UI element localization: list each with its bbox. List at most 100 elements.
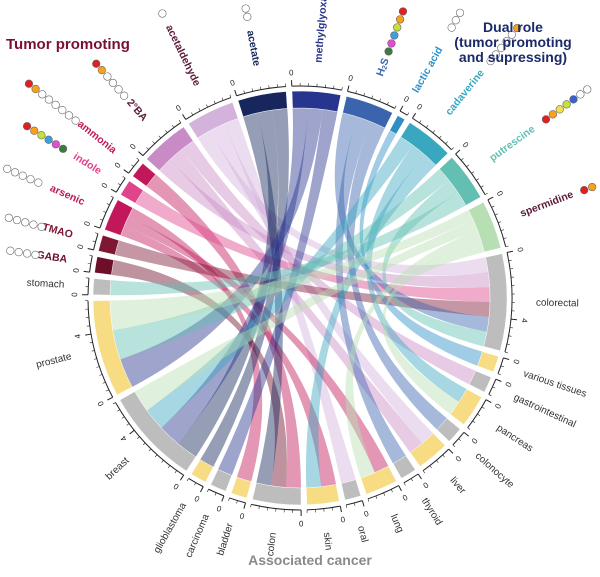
segment-label-acetate: acetate [244,29,262,67]
chord-link-putrescine-to-colorectal [382,180,487,347]
tick-mark-cadaverine [432,130,436,134]
tick-baseline-tmao [93,233,99,250]
segment-label-colon: colon [265,532,279,557]
tick-label-colonocyte-0: 0 [469,436,479,446]
chord-link-h2s-to-colonocyte [346,121,447,430]
molecule-icon-2-ba [92,59,129,100]
molecule-icon-ammonia [24,79,80,125]
segment-arc-thyroid [392,455,416,479]
molecule-icon-arsenic [3,164,43,187]
tick-mark-putrescine [460,158,464,161]
tick-mark-arsenic [103,210,107,213]
segment-arc-gaba [94,256,115,276]
tick-label-colorectal-0: 0 [515,246,525,253]
molecule-atom-spermidine [580,185,589,195]
tumor-promoting-heading: Tumor promoting [6,36,130,53]
tick-baseline-breast [115,402,184,476]
tick-mark-putrescine [480,185,484,188]
tick-mark-colorectal [508,335,512,337]
segment-arc-colorectal [483,253,508,352]
molecule-atom-gaba [6,246,15,255]
tick-mark-pancreas [477,413,481,416]
segment-label-glioblastoma: glioblastoma [152,501,189,556]
chord-link-arsenic-to-bladder [128,207,263,482]
tick-mark-h2s [386,101,389,105]
tick-baseline-acetaldehyde [185,97,232,120]
tick-mark-acetaldehyde [182,114,187,120]
molecule-atom-2-ba [114,85,123,94]
chord-link-spermidine-to-prostate [110,210,474,331]
segment-arc-colonocyte [436,418,461,442]
segment-arc-skin [306,484,340,506]
tick-baseline-thyroid [403,473,419,484]
molecule-atom-arsenic [34,178,43,187]
tick-mark-pancreas [485,399,492,403]
tick-baseline-pancreas [467,399,487,429]
tick-mark-2-ba [146,147,149,150]
tick-mark-h2s [394,105,397,109]
tick-baseline-bladder [229,497,246,504]
tick-baseline-oral [345,500,363,506]
chord-link-putrescine-to-stomach [110,192,466,296]
segment-label-gastrointestinal: gastrointestinal [512,392,578,430]
molecule-icon-putrescine [541,85,592,124]
tick-mark-prostate [85,333,92,336]
molecule-atom-acetate [243,12,252,22]
chord-link-acetaldehyde-to-colorectal [197,130,489,276]
tick-mark-breast [112,402,116,405]
molecule-atom-indole [37,131,46,140]
tick-mark-spermidine [487,196,494,201]
tick-mark-liver [422,470,426,474]
molecule-atom-acetate [241,4,250,13]
segment-label-thyroid: thyroid [419,496,444,527]
tick-mark-glioblastoma [186,478,189,482]
segment-arc-carcinoma [210,469,233,492]
tick-mark-cadaverine [439,135,442,139]
segment-label-ammonia: ammonia [75,118,119,156]
molecule-atom-gaba [14,248,23,257]
tick-mark-arsenic [94,225,101,229]
tick-mark-indole [110,188,117,193]
segment-label-prostate: prostate [35,351,73,371]
tick-baseline-various-tissues [497,357,504,374]
tick-mark-liver [436,460,439,463]
chord-link-methylglyoxal-to-carcinoma [218,109,338,476]
tick-mark-prostate [93,358,97,360]
tick-baseline-putrescine [455,153,486,195]
tick-label-breast-0: 0 [171,481,180,491]
molecule-atom-arsenic [10,168,20,177]
molecule-icon-tmao [4,213,46,231]
segment-label-tmao: TMAO [41,221,74,241]
chord-link-methylglyoxal-to-breast [161,108,308,444]
tick-mark-breast [154,454,158,458]
molecule-atom-ammonia [44,95,54,104]
segment-label-spermidine: spermidine [518,188,575,219]
tick-mark-2-ba [165,130,168,133]
tick-mark-oral [353,502,356,506]
tick-mark-carcinoma [206,489,209,493]
tick-mark-spermidine [498,221,502,224]
tick-mark-colorectal [504,351,508,354]
tick-label-liver-0: 0 [453,454,463,464]
segment-arc-ammonia [132,162,157,187]
molecule-atom-ammonia [64,111,74,120]
tick-mark-oral [345,504,348,508]
tick-label-prostate-4: 4 [73,333,83,339]
tick-mark-various-tissues [500,365,504,368]
dual-role-heading-line-3: and supressing) [458,49,568,65]
molecule-atom-cadaverine [502,37,511,46]
chord-link-putrescine-to-prostate [112,168,450,360]
chord-link-cadaverine-to-breast [146,136,414,428]
tick-label-colorectal-4: 4 [520,318,529,324]
segment-label-2-ba: 2°BA [124,97,150,124]
segment-arc-various-tissues [477,351,499,373]
associated-cancer-heading: Associated cancer [248,552,372,568]
tick-mark-h2s [371,95,373,99]
segment-arc-acetaldehyde [188,101,239,139]
tick-label-skin-0: 0 [339,514,346,524]
molecule-atom-tmao [4,213,13,222]
chord-link-spermidine-to-lung [345,230,482,478]
tick-mark-putrescine [471,171,475,174]
tick-mark-pancreas [467,427,471,430]
